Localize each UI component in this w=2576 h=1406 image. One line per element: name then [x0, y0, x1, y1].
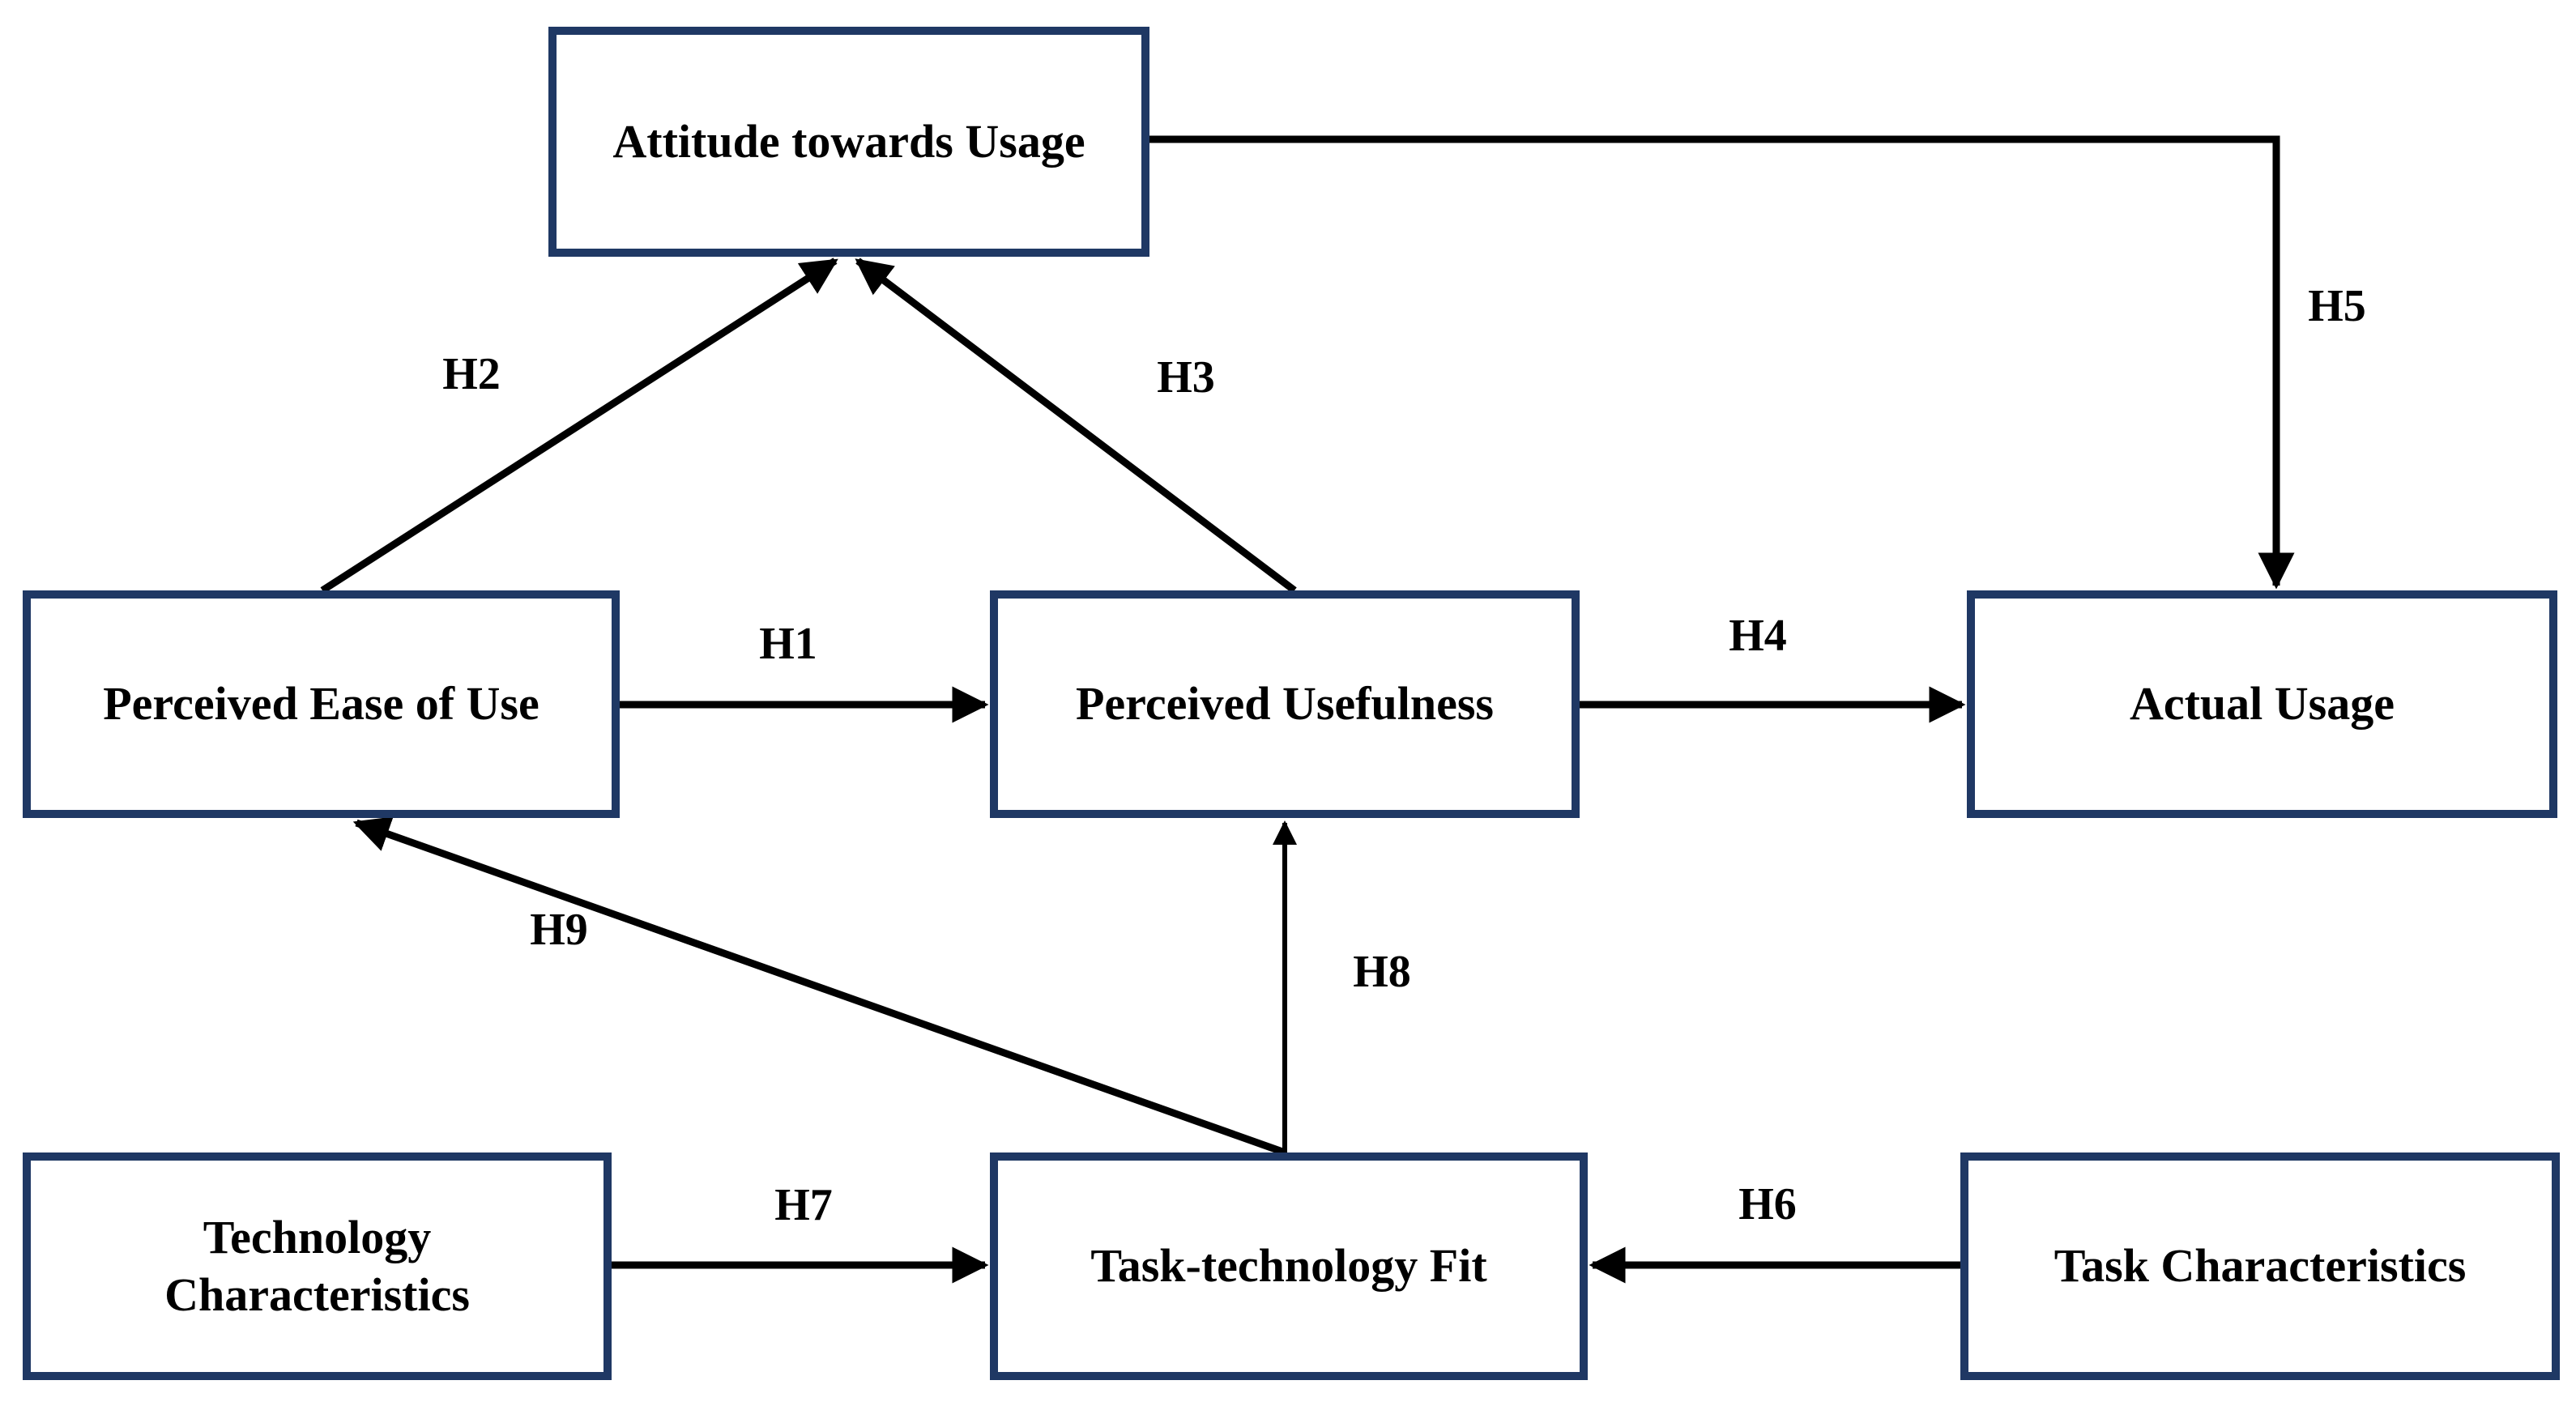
edge-h2-arrow: [320, 258, 838, 594]
node-label: Perceived Ease of Use: [103, 677, 540, 731]
edge-label-h2: H2: [442, 349, 501, 399]
node-label: Perceived Usefulness: [1076, 677, 1494, 731]
node-label: Task Characteristics: [2054, 1239, 2467, 1293]
edge-label-h5: H5: [2308, 281, 2366, 331]
edge-label-h3: H3: [1157, 352, 1215, 403]
node-label: Attitude towards Usage: [612, 114, 1085, 168]
node-label: Task-technology Fit: [1090, 1239, 1487, 1293]
edge-label-h9: H9: [530, 905, 588, 955]
node-label: Technology Characteristics: [164, 1210, 470, 1321]
edge-label-h1: H1: [759, 619, 817, 669]
edge-label-h4: H4: [1729, 611, 1787, 661]
edge-h9-arrow: [352, 816, 1286, 1157]
node-technology-characteristics: Technology Characteristics: [23, 1152, 612, 1380]
node-perceived-ease-of-use: Perceived Ease of Use: [23, 590, 620, 818]
edge-label-h7: H7: [774, 1180, 833, 1230]
edge-label-h8: H8: [1353, 947, 1411, 997]
node-attitude-towards-usage: Attitude towards Usage: [548, 27, 1149, 257]
node-label: Actual Usage: [2129, 677, 2395, 731]
node-task-technology-fit: Task-technology Fit: [990, 1152, 1588, 1380]
node-perceived-usefulness: Perceived Usefulness: [990, 590, 1580, 818]
edge-label-h6: H6: [1738, 1179, 1797, 1229]
edge-h5-arrow: [1149, 135, 2295, 590]
node-actual-usage: Actual Usage: [1967, 590, 2557, 818]
node-task-characteristics: Task Characteristics: [1960, 1152, 2560, 1380]
edge-h3-arrow: [855, 258, 1297, 594]
